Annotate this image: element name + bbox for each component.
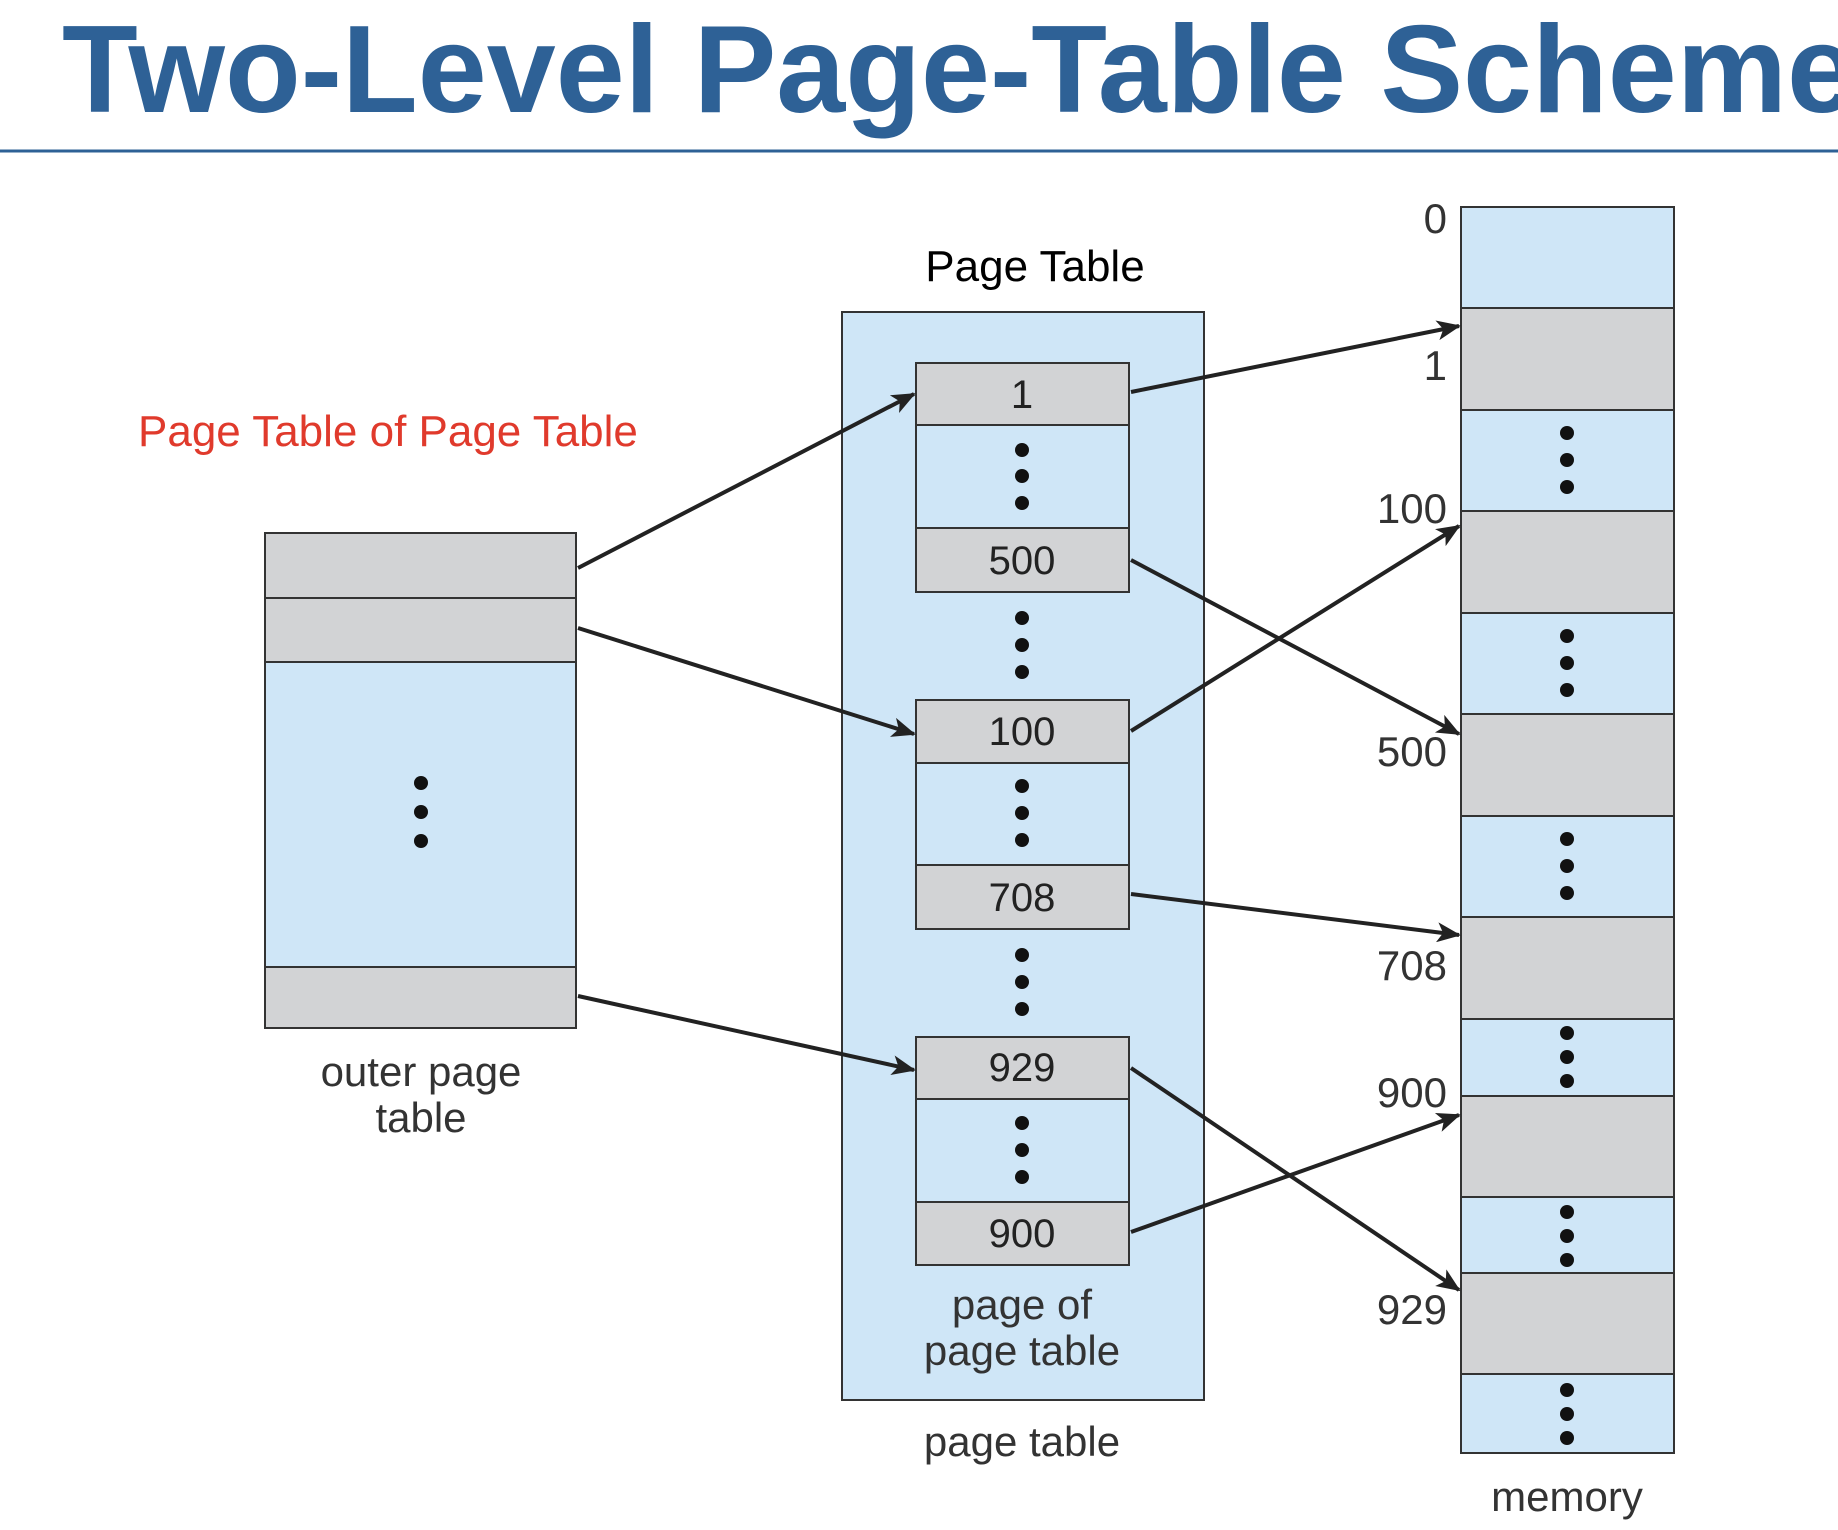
- memory-frame-label: 100: [1377, 485, 1447, 532]
- memory-frame: [1460, 1095, 1675, 1198]
- ellipsis-icon: [1015, 779, 1029, 847]
- memory-frame-label: 708: [1377, 942, 1447, 989]
- page-table: 1 500 100 708 929: [841, 311, 1205, 1465]
- memory-frame-label: 500: [1377, 728, 1447, 775]
- arrow-entry-900-to-frame-900: [1130, 1112, 1461, 1234]
- ellipsis-icon: [1560, 629, 1574, 697]
- outer-page-table-entry: [264, 532, 577, 599]
- ellipsis-icon: [1560, 426, 1574, 494]
- memory-frame-label: 1: [1424, 342, 1447, 389]
- memory: 0 1 100 500 708 900 929 memory: [1377, 195, 1675, 1520]
- page-table-entry: [915, 1036, 1130, 1100]
- memory-frame-label: 929: [1377, 1286, 1447, 1333]
- memory-frame-label: 0: [1424, 195, 1447, 242]
- page-table-entry-value: 929: [989, 1046, 1056, 1090]
- outer-page-table-label-line2: table: [375, 1094, 466, 1141]
- ellipsis-icon: [1015, 611, 1029, 679]
- ellipsis-icon: [1560, 832, 1574, 900]
- memory-frame: [1460, 1272, 1675, 1375]
- memory-frame-label: 900: [1377, 1069, 1447, 1116]
- page-table-entry: [915, 1201, 1130, 1266]
- outer-page-table: outer page table: [264, 532, 577, 1141]
- page-table-entry-value: 500: [989, 539, 1056, 583]
- page-table-entry: [915, 864, 1130, 930]
- page-of-page-table-label-line2: page table: [924, 1327, 1120, 1374]
- arrow-entry-708-to-frame-708: [1130, 892, 1461, 943]
- page-table-label: page table: [924, 1418, 1120, 1465]
- ellipsis-icon: [1015, 443, 1029, 510]
- ellipsis-icon: [1015, 1116, 1029, 1184]
- pointer-arrows: [577, 320, 1461, 1292]
- memory-frame: [1460, 713, 1675, 817]
- memory-frame: [1460, 307, 1675, 411]
- page-table-entry-value: 900: [989, 1212, 1056, 1256]
- memory-frame: [1460, 510, 1675, 614]
- page-table-entry-value: 100: [989, 710, 1056, 754]
- outer-page-table-entry: [264, 966, 577, 1029]
- arrow-entry-100-to-frame-100: [1129, 524, 1461, 733]
- page-table-entry: [915, 699, 1130, 764]
- page-table-entry-value: 1: [1011, 373, 1033, 417]
- page-of-page-table-label-line1: page of: [952, 1281, 1092, 1328]
- page-title: Two-Level Page-Table Scheme: [62, 1, 1838, 139]
- memory-label: memory: [1491, 1473, 1643, 1520]
- memory-frame: [1460, 916, 1675, 1020]
- arrow-entry-1-to-frame-1: [1130, 320, 1461, 394]
- arrow-entry-500-to-frame-500: [1130, 558, 1461, 736]
- arrow-outer-to-page3: [577, 994, 916, 1076]
- page-table-heading: Page Table: [925, 242, 1144, 291]
- outer-page-table-entry: [264, 597, 577, 663]
- ellipsis-icon: [1560, 1205, 1574, 1267]
- memory-region: [1460, 206, 1675, 309]
- ellipsis-icon: [1560, 1383, 1574, 1445]
- outer-page-table-label-line1: outer page: [321, 1048, 522, 1095]
- ellipsis-icon: [1015, 948, 1029, 1016]
- page-table-of-page-table-annotation: Page Table of Page Table: [138, 407, 638, 456]
- ellipsis-icon: [414, 776, 428, 848]
- page-table-entry: [915, 527, 1130, 593]
- arrow-outer-to-page1: [577, 392, 916, 570]
- ellipsis-icon: [1560, 1026, 1574, 1088]
- arrow-outer-to-page2: [577, 626, 916, 737]
- page-table-entry-value: 708: [989, 876, 1056, 920]
- arrow-entry-929-to-frame-929: [1129, 1066, 1461, 1292]
